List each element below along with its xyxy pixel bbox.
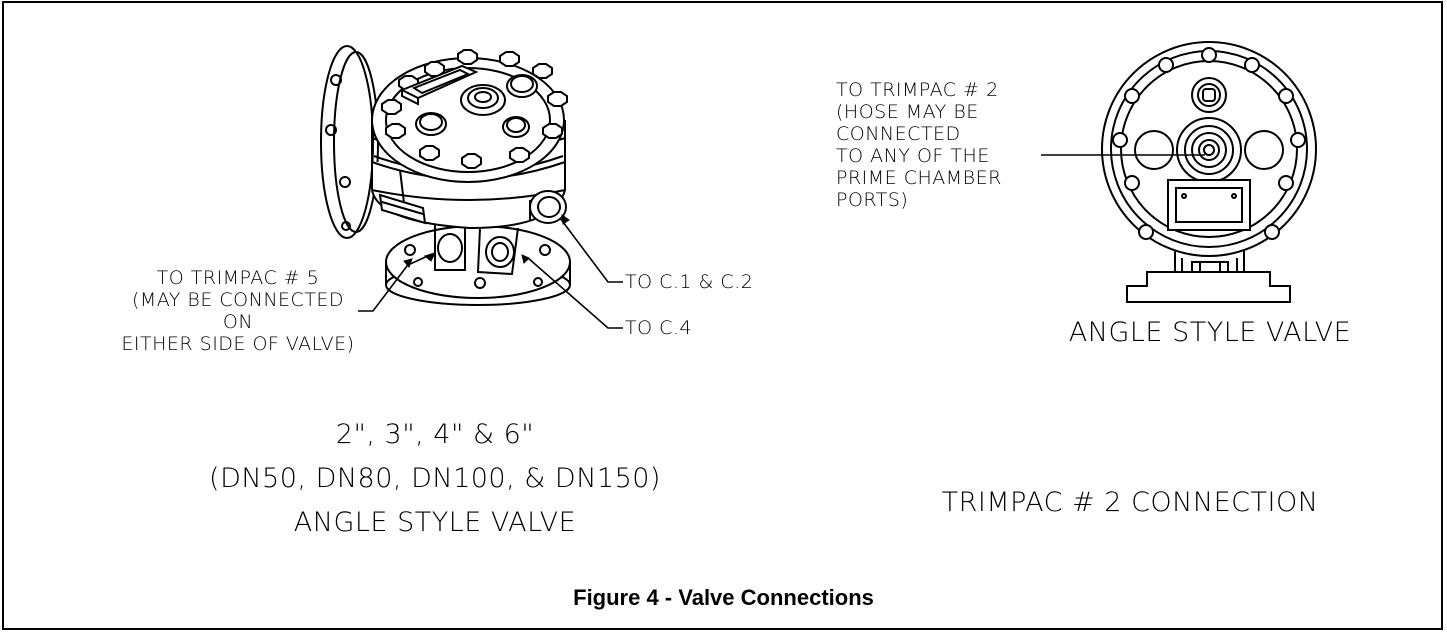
callout-trimpac-2-line-1: TO TRIMPAC # 2 <box>836 79 999 101</box>
callout-trimpac-5-line-1: TO TRIMPAC # 5 <box>156 267 320 289</box>
callout-trimpac-5-line-3: EITHER SIDE OF VALVE) <box>121 333 355 355</box>
right-view-style: ANGLE STYLE VALVE <box>1068 317 1352 348</box>
right-view-title: TRIMPAC # 2 CONNECTION <box>941 487 1319 518</box>
angle-valve-isometric <box>320 45 623 329</box>
valve-sizes: 2", 3", 4" & 6" <box>335 419 535 450</box>
callout-trimpac-5-line-2: (MAY BE CONNECTED ON <box>131 289 345 333</box>
callout-trimpac-5: TO TRIMPAC # 5 (MAY BE CONNECTED ON EITH… <box>118 267 358 355</box>
callout-trimpac-2: TO TRIMPAC # 2 (HOSE MAY BE CONNECTED TO… <box>836 79 1046 211</box>
callout-trimpac-2-line-3: CONNECTED <box>836 123 961 145</box>
callout-trimpac-2-line-6: PORTS) <box>836 189 909 211</box>
left-view-style: ANGLE STYLE VALVE <box>293 507 577 538</box>
callout-trimpac-2-line-2: (HOSE MAY BE <box>836 101 979 123</box>
callout-trimpac-2-line-4: TO ANY OF THE <box>836 145 990 167</box>
callout-trimpac-2-line-5: PRIME CHAMBER <box>836 167 1002 189</box>
figure-caption: Figure 4 - Valve Connections <box>573 585 874 610</box>
callout-c1-c2: TO C.1 & C.2 <box>625 271 754 293</box>
callout-c4: TO C.4 <box>625 317 692 339</box>
angle-valve-front <box>1041 41 1317 303</box>
valve-sizes-metric: (DN50, DN80, DN100, & DN150) <box>209 463 661 494</box>
